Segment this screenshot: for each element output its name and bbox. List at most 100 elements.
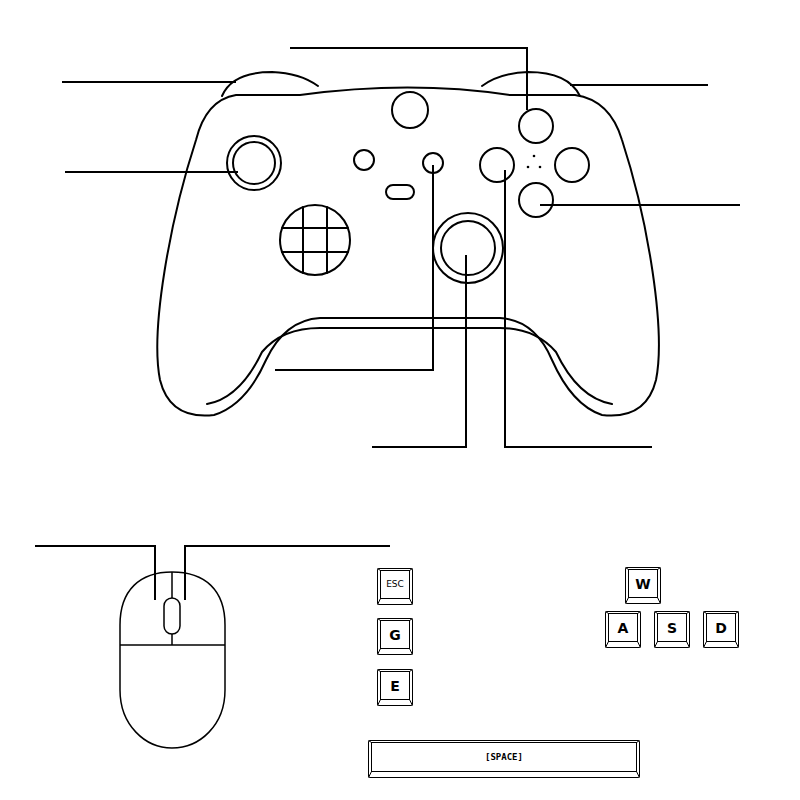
keycap-corner — [687, 612, 690, 614]
keycap-corner — [410, 649, 413, 655]
leader-line — [505, 170, 652, 447]
left-stick-outer — [227, 136, 281, 190]
keycap-corner — [658, 568, 661, 570]
dpad-grid — [282, 251, 348, 253]
keycap-corner — [658, 598, 661, 604]
dpad-grid — [282, 227, 348, 229]
keycap-corner — [626, 568, 629, 570]
keyboard-key: E — [377, 669, 413, 706]
keycap-corner — [378, 670, 381, 672]
mouse-split — [120, 644, 225, 646]
keycap-corner — [410, 670, 413, 672]
controller-body — [157, 88, 658, 416]
face-dots — [527, 155, 542, 169]
keyboard-key: [SPACE] — [368, 740, 640, 778]
keycap-base — [378, 569, 413, 605]
keycap-corner — [378, 649, 381, 655]
key-label: D — [715, 621, 727, 635]
key-label: G — [389, 628, 401, 642]
share-button — [386, 185, 414, 199]
keycap-corner — [410, 700, 413, 706]
key-label: E — [390, 679, 400, 693]
keycap-base — [378, 619, 413, 655]
keycap-corner — [626, 598, 629, 604]
key-label: S — [667, 621, 677, 635]
keycap-lines — [655, 612, 690, 648]
dpad — [280, 205, 350, 275]
keycap-base — [378, 670, 413, 706]
right-stick-inner — [441, 221, 495, 275]
keycap-corner — [704, 642, 707, 648]
leader-line — [540, 204, 740, 206]
keyboard-key: G — [377, 618, 413, 655]
keycap-top — [381, 621, 410, 649]
keyboard-key: S — [654, 611, 690, 648]
keycap-corner — [637, 772, 640, 778]
keyboard-key: W — [625, 567, 661, 604]
leader-line — [65, 171, 238, 173]
keycap-corner — [637, 741, 640, 743]
dot — [539, 166, 542, 169]
leader-line — [290, 48, 527, 110]
key-label: W — [635, 577, 650, 591]
keycap-top — [372, 743, 637, 772]
keycap-corner — [378, 569, 381, 571]
keycap-corner — [369, 772, 372, 778]
leader-line — [372, 255, 466, 447]
controller — [157, 72, 658, 416]
face-button — [555, 148, 589, 182]
keycap-corner — [369, 741, 372, 743]
keycap-corner — [704, 612, 707, 614]
keycap-base — [655, 612, 690, 648]
keycap-base — [626, 568, 661, 604]
keycap-corner — [687, 642, 690, 648]
left-stick-inner — [233, 142, 275, 184]
right-stick-outer — [433, 213, 503, 283]
keycap-corner — [378, 599, 381, 605]
face-button — [519, 183, 553, 217]
keycap-top — [707, 614, 736, 642]
keycap-lines — [378, 569, 413, 605]
leader-line — [570, 84, 708, 86]
keycap-lines — [626, 568, 661, 604]
mouse-body — [120, 572, 225, 748]
keycap-top — [658, 614, 687, 642]
mouse-leaders — [35, 546, 390, 600]
keycap-lines — [378, 670, 413, 706]
keycap-lines — [704, 612, 739, 648]
controller-leaders — [62, 48, 740, 447]
keycap-corner — [638, 642, 641, 648]
key-label: ESC — [386, 580, 404, 589]
face-button — [480, 148, 514, 182]
keycap-corner — [378, 619, 381, 621]
keyboard-key: A — [605, 611, 641, 648]
leader-line — [185, 546, 390, 600]
keycap-base — [606, 612, 641, 648]
keycap-top — [381, 571, 410, 599]
grip-line — [207, 328, 612, 404]
left-bumper — [222, 72, 318, 96]
keycap-corner — [736, 612, 739, 614]
dot — [527, 166, 530, 169]
leader-line — [62, 81, 236, 83]
mouse — [120, 572, 225, 748]
keycap-corner — [606, 612, 609, 614]
keycap-base — [704, 612, 739, 648]
keycap-corner — [410, 569, 413, 571]
dot — [533, 155, 536, 158]
keycap-corner — [606, 642, 609, 648]
keycap-base — [369, 741, 640, 778]
view-button — [354, 150, 374, 170]
keycap-corner — [410, 619, 413, 621]
keycap-lines — [606, 612, 641, 648]
keycap-corner — [655, 612, 658, 614]
leader-line — [275, 165, 433, 370]
keycap-corner — [736, 642, 739, 648]
keycap-corner — [378, 700, 381, 706]
keycap-lines — [369, 741, 640, 778]
key-label: [SPACE] — [485, 753, 523, 762]
scroll-wheel — [164, 598, 180, 634]
keyboard-key: D — [703, 611, 739, 648]
